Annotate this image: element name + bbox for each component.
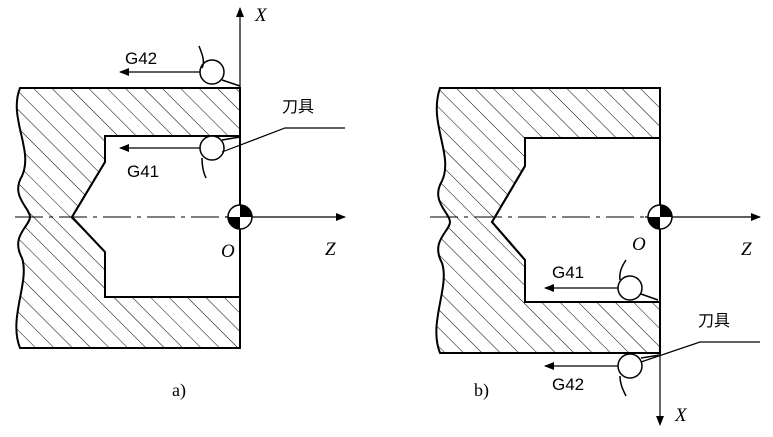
label-axis-x-a: X (254, 5, 268, 26)
label-axis-z-b: Z (741, 239, 752, 260)
tool-leader-b (640, 341, 760, 363)
origin-symbol-a (227, 204, 253, 230)
tool-g42-b (617, 353, 661, 397)
tool-leader-a (221, 127, 345, 153)
label-tool-b: 刀具 (698, 311, 730, 330)
origin-symbol-b (647, 204, 673, 230)
label-origin-a: O (221, 241, 235, 262)
caption-b: b) (474, 380, 489, 401)
tool-g41-a (199, 135, 241, 179)
label-g41-a: G41 (127, 162, 159, 181)
label-g41-b: G41 (552, 263, 584, 282)
label-origin-b: O (632, 234, 646, 255)
label-axis-z-a: Z (325, 239, 336, 260)
figure-b: G41 G42 刀具 X Z O b) (430, 87, 761, 426)
cone-notch-b (490, 165, 526, 261)
label-tool-a: 刀具 (282, 97, 314, 116)
label-axis-x-b: X (674, 405, 688, 426)
caption-a: a) (172, 380, 186, 401)
figure-a: G42 G41 刀具 X Z O a) (15, 5, 346, 401)
tool-g42-a (198, 45, 241, 87)
label-g42-a: G42 (125, 49, 157, 68)
label-g42-b: G42 (552, 375, 584, 394)
